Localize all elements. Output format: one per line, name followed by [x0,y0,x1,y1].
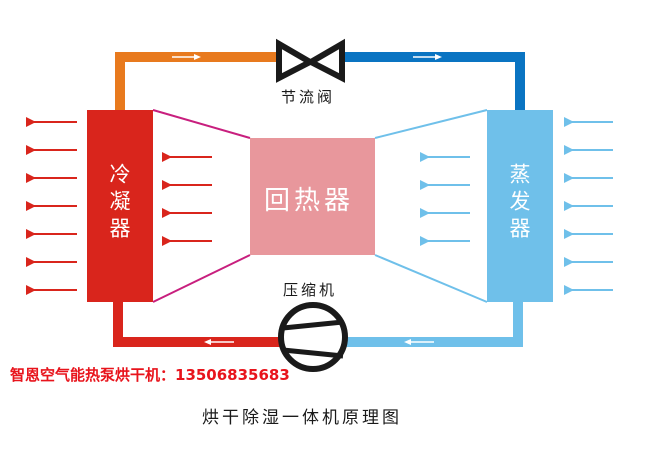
evaporator-label: 蒸发器 [507,163,531,244]
diagram-title: 烘干除湿一体机原理图 [202,408,402,428]
evaporator-airflow-in [564,117,613,295]
condenser-box [87,110,153,302]
pipe-valve-to-evaporator [343,52,525,110]
pipe-condenser-to-valve [115,52,278,110]
regenerator-evaporator-connector [374,109,488,303]
condenser-label: 冷凝器 [107,163,131,244]
compressor-label: 压缩机 [283,281,338,299]
evaporator-box [487,110,553,302]
throttle-valve-label: 节流阀 [281,88,336,106]
regenerator-label: 回热器 [264,186,355,216]
flow-arrow-right-icon [172,54,201,60]
pipe-compressor-to-condenser [113,302,284,347]
evaporator-airflow-out [420,152,470,246]
condenser-regenerator-connector [152,109,251,303]
throttle-valve-icon [276,38,345,83]
compressor-icon [278,302,348,372]
condenser-airflow-in [162,152,212,246]
contact-line: 智恩空气能热泵烘干机：13506835683 [10,366,290,384]
flow-arrow-left-icon [204,339,234,345]
regenerator-box [250,138,375,255]
condenser-airflow-out [26,117,77,295]
flow-arrow-left-icon [404,339,434,345]
pipe-evaporator-to-compressor [344,302,523,347]
flow-arrow-right-icon [413,54,442,60]
